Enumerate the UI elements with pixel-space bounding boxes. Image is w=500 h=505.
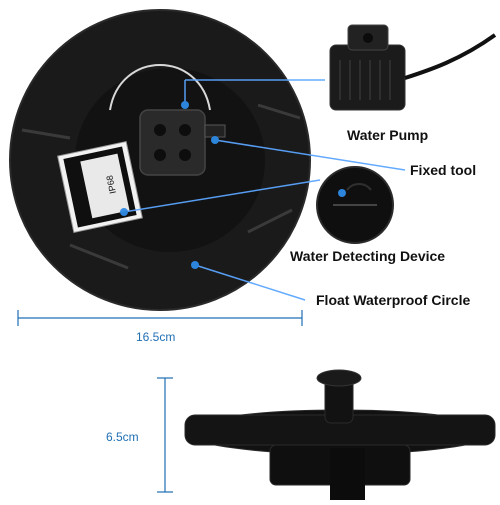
float-top-view: IP68 <box>9 9 311 311</box>
label-diameter: 16.5cm <box>136 330 176 344</box>
label-height: 6.5cm <box>106 430 139 444</box>
module-rating: IP68 <box>104 174 118 194</box>
water-detecting-inset <box>316 166 394 244</box>
label-fixed-tool: Fixed tool <box>410 162 477 178</box>
label-water-pump: Water Pump <box>347 127 429 143</box>
height-dimension <box>157 377 173 493</box>
label-water-detecting-device: Water Detecting Device <box>290 248 446 264</box>
callouts <box>120 79 406 301</box>
water-pump-photo <box>329 24 497 111</box>
diameter-dimension <box>17 310 303 326</box>
label-float-waterproof-circle: Float Waterproof Circle <box>316 292 471 308</box>
float-side-view <box>184 369 496 500</box>
